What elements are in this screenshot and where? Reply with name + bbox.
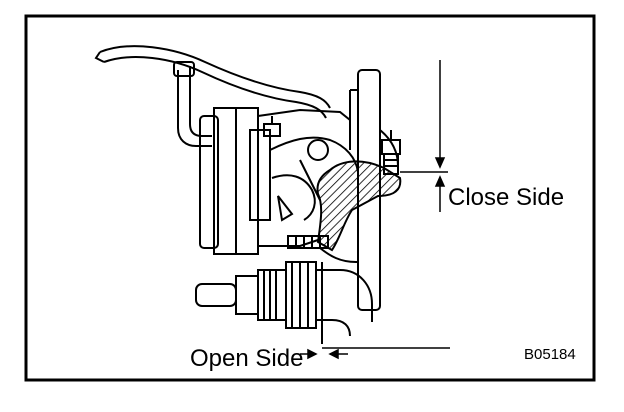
housing-bolt — [263, 116, 281, 137]
pipe-fitting — [195, 247, 373, 344]
close-side-label: Close Side — [448, 184, 565, 211]
vacuum-hose — [173, 61, 212, 147]
adjusting-bolt — [381, 130, 401, 175]
open-side-dimension — [300, 347, 450, 360]
wire-harness — [94, 45, 331, 119]
throttle-linkage — [249, 129, 359, 222]
lower-screw — [287, 235, 329, 249]
figure-frame — [24, 14, 596, 382]
throttle-lever-section — [316, 160, 402, 252]
close-side-dimension — [400, 60, 448, 212]
figure-code-label: B05184 — [524, 346, 576, 363]
open-side-label: Open Side — [190, 345, 304, 372]
